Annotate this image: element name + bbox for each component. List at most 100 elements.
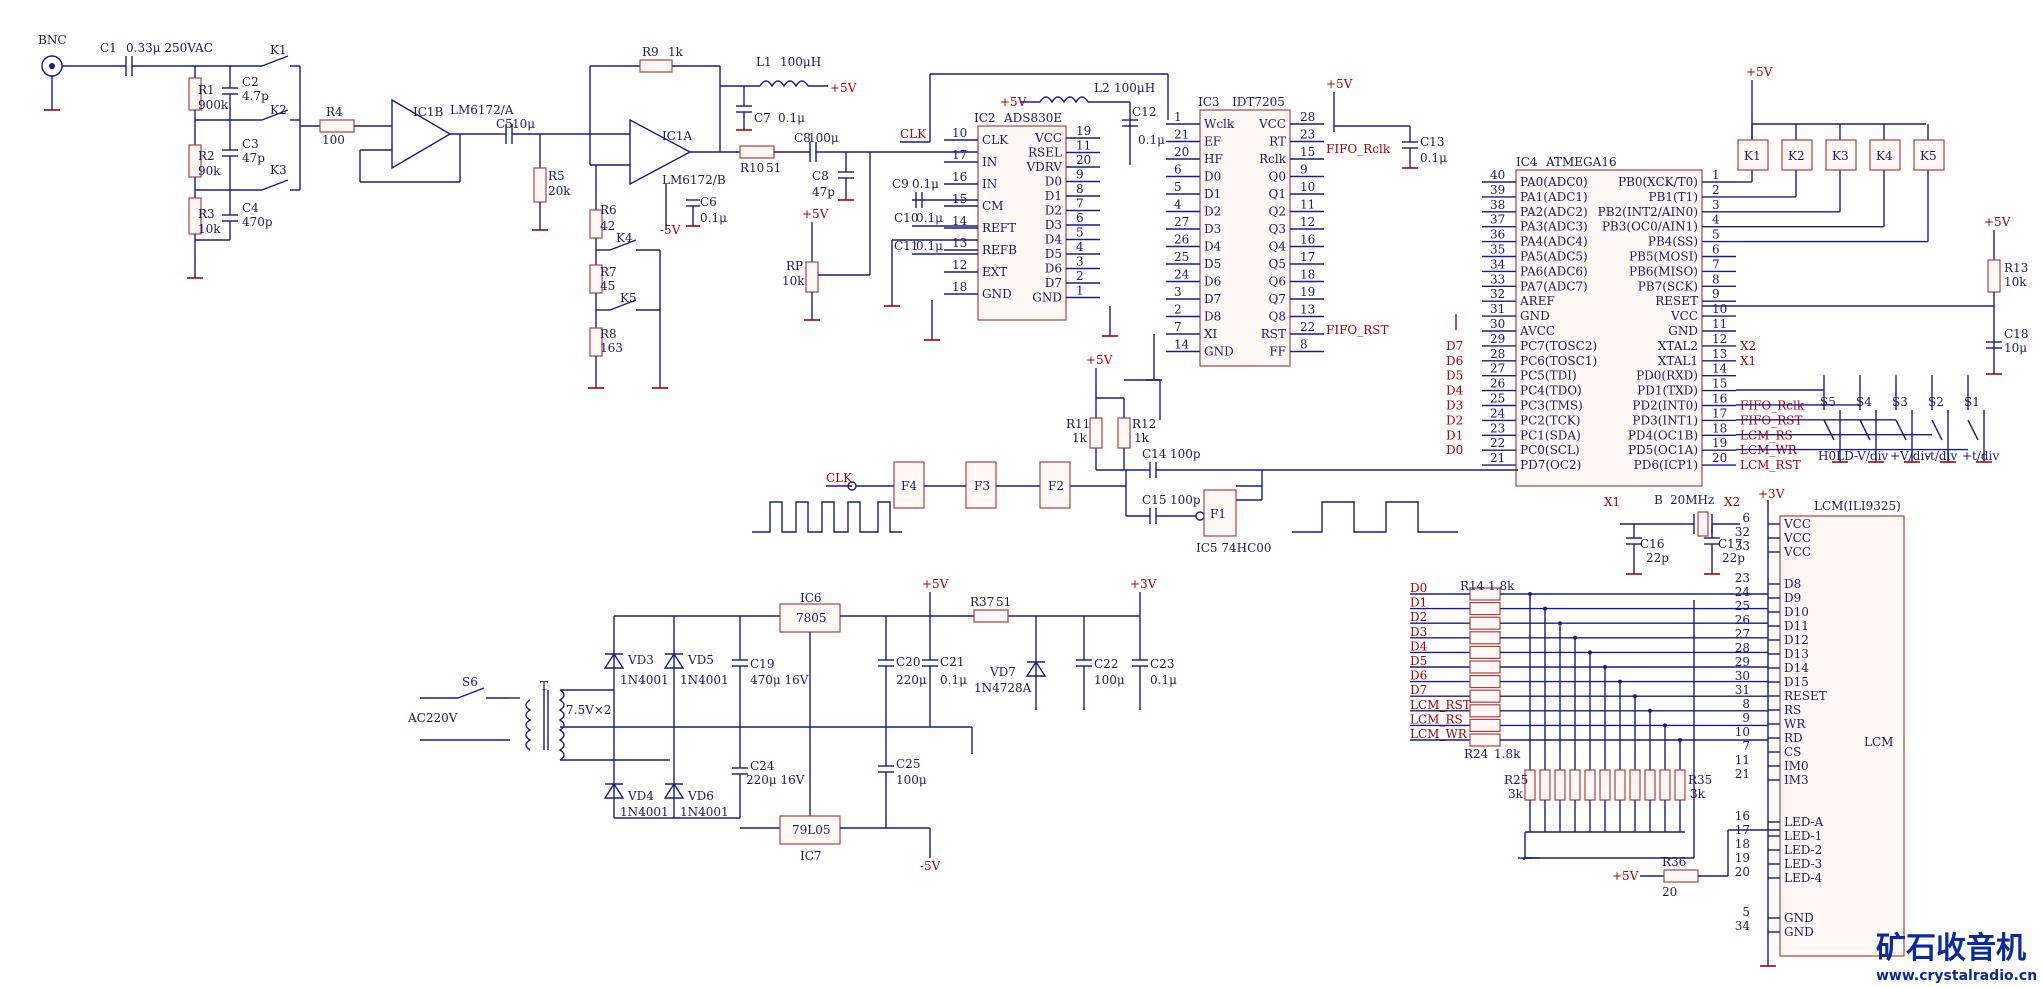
clk-out-waveform [1292,501,1458,533]
crystal-label: B [1654,493,1663,507]
ic4-pin-number: 13 [1712,347,1727,361]
c9-label: C9 [892,177,909,191]
rp-supply: +5V [802,207,829,221]
r3-label: R3 [198,207,215,221]
ic4-net-label: D3 [1446,399,1463,413]
lcm-body [1779,515,1905,957]
lcm-pin-name: RESET [1784,689,1827,703]
ic4-pin-number: 17 [1712,406,1727,420]
r14-value: 1.8k [1488,579,1515,593]
ic2-pin-number: 14 [952,214,968,228]
ic4-pin-name: PD1(TXD) [1637,384,1698,398]
r8-value: 163 [600,341,623,355]
watermark-brand: 矿石收音机 [1876,931,2026,966]
r5-resistor [533,167,547,203]
ic2-pin-name: D2 [1045,204,1062,218]
c19-value: 470μ 16V [750,673,809,687]
ic4-net-label: D4 [1446,384,1464,398]
l2-inductor [1039,96,1089,104]
lcm-supply: +3V [1758,487,1785,501]
c17-value: 22p [1722,551,1745,565]
r2-label: R2 [198,149,215,163]
c15-label: C15 [1142,493,1166,507]
c3-label: C3 [242,137,259,151]
ic4-pin-name: GND [1668,324,1698,338]
r36-resistor [1663,869,1699,883]
ic4-net-label: X1 [1740,354,1756,368]
relay-coil [1913,139,1945,171]
ic4-net-label: LCM_RST [1740,458,1801,472]
ic2-pin-number: 16 [952,170,967,184]
ic7-part: 79L05 [792,823,831,837]
r11-supply: +5V [1086,353,1113,367]
c11-value: 0.1μ [916,239,943,253]
c10-value: 0.1μ [916,211,943,225]
power-supply: AC220V S6 T 7.5V×2 VD3 1N4001 VD5 1N4001… [407,577,1177,873]
ic4-pin-number: 18 [1712,421,1727,435]
k3-label: K3 [270,163,287,177]
ic2-pin-name: D7 [1045,276,1062,290]
ic3-pin-name: Q4 [1269,240,1287,254]
c8b-value: 47p [812,185,835,199]
lcm-pin-number: 19 [1735,851,1750,865]
ic3-pin-number: 19 [1300,285,1315,299]
f3-gate [965,461,997,509]
ic4-pin-name: PD0(RXD) [1636,369,1698,383]
ic2-part: ADS830E [1003,111,1062,125]
switch-label: S4 [1856,395,1872,409]
vd6-part: 1N4001 [680,805,729,819]
r6-label: R6 [600,203,617,217]
switch-label: S1 [1964,395,1980,409]
ic3-pin-name: XI [1204,327,1218,341]
ic4-pin-name: PC7(TOSC2) [1520,339,1597,353]
ic4-pin-number: 9 [1712,287,1720,301]
lcm-pin-number: 11 [1735,753,1750,767]
transformer-secondary [558,689,565,761]
ic4-pin-name: RESET [1655,294,1698,308]
lcm-pin-name: CS [1784,745,1801,759]
relay-coil [1737,139,1769,171]
lcm-pin-number: 33 [1735,539,1750,553]
crystal [1697,511,1709,537]
ic7-regulator [779,815,841,845]
watermark: 矿石收音机 www.crystalradio.cn [1876,931,2037,984]
lcm-pin-name: LED-A [1784,815,1824,829]
ic3-pin-name: Q6 [1269,275,1286,289]
vd4-label: VD4 [627,789,654,803]
ic2-pin-number: 2 [1076,269,1084,283]
r36-supply: +5V [1612,869,1639,883]
series-resistor [1469,601,1501,616]
r9-resistor [639,59,673,73]
series-resistor [1469,660,1501,674]
r25-label: R25 [1504,773,1528,787]
c23-label: C23 [1150,657,1174,671]
r4-resistor [319,119,355,133]
ic3-part: IDT7205 [1232,95,1285,109]
lcm-pin-number: 32 [1735,525,1750,539]
ic3-pin-name: RST [1261,327,1286,341]
c25-label: C25 [896,757,920,771]
series-resistor [1469,616,1501,630]
ic4-pin-number: 16 [1712,392,1727,406]
ic2-pin-number: 7 [1076,197,1084,211]
ic4-pin-number: 2 [1712,183,1720,197]
ic3-pin-number: 9 [1300,163,1308,177]
ic2-pin-number: 19 [1076,124,1091,138]
ic4-pin-number: 7 [1712,257,1720,271]
lcm-pin-name: VCC [1783,531,1811,545]
bnc-label: BNC [38,33,67,47]
crystal-value: 20MHz [1670,493,1714,507]
r11-label: R11 [1066,417,1090,431]
series-resistor [1469,733,1501,747]
ic7-label: IC7 [800,849,822,863]
c18-label: C18 [2004,327,2028,341]
ic2-pin-number: 10 [952,126,967,140]
ic4-pin-number: 40 [1490,168,1505,182]
ic2-label: IC2 [974,111,996,125]
r10-resistor [739,145,775,159]
lcm-net-label: D5 [1410,654,1427,668]
lcm-pin-name: D12 [1784,633,1809,647]
ic4-pin-number: 20 [1712,451,1727,465]
l1-label: L1 [756,55,772,69]
ic4-pin-name: PB6(MISO) [1629,264,1698,278]
